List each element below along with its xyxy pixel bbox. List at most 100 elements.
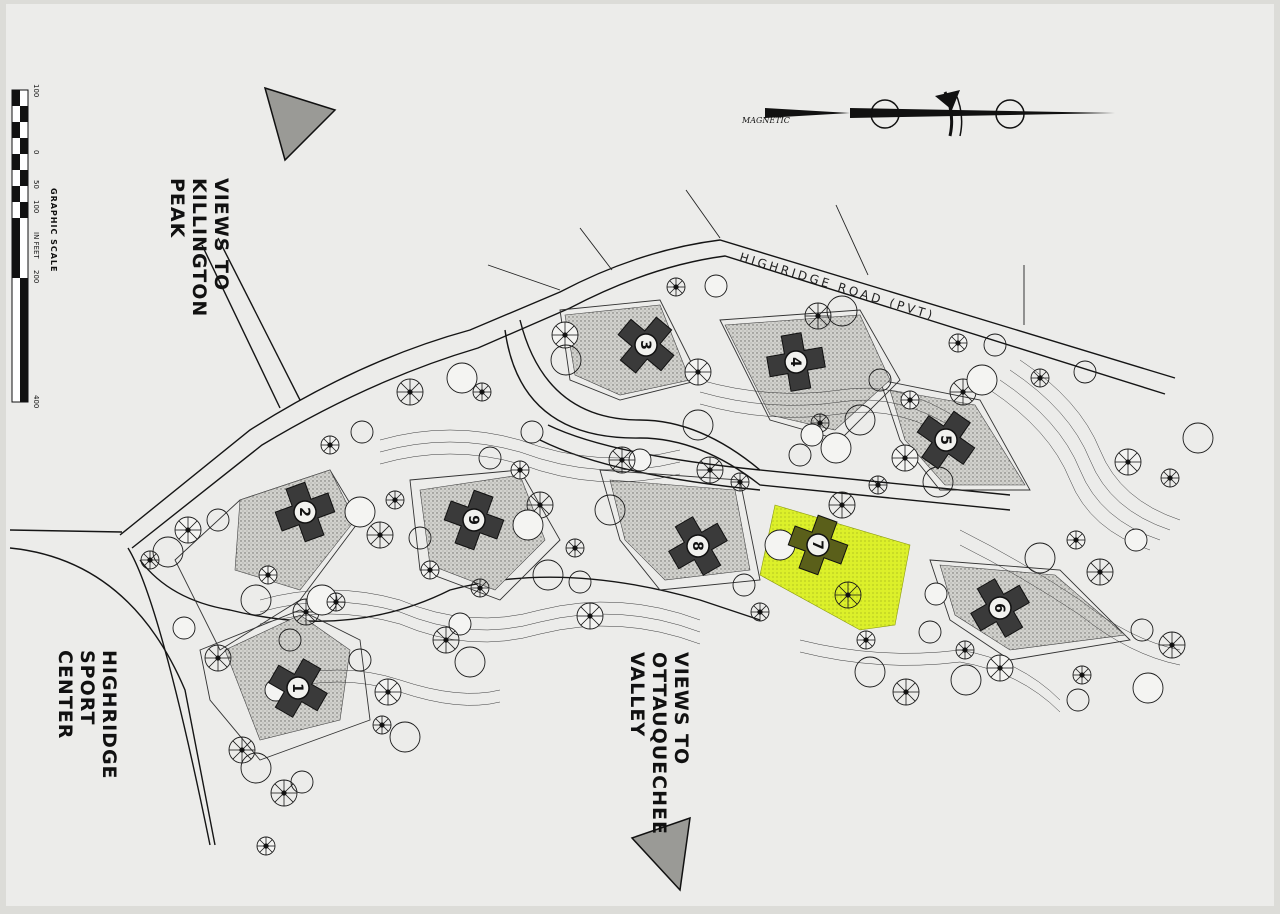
tree-icon [372, 715, 392, 735]
tree-icon [682, 409, 714, 441]
tree-icon [432, 626, 460, 654]
tree-icon [446, 362, 478, 394]
lot-number-label: 6 [991, 603, 1007, 613]
tree-icon [892, 678, 920, 706]
tree-icon [256, 836, 276, 856]
tree-icon [891, 444, 919, 472]
tree-icon [152, 536, 184, 568]
tree-icon [550, 344, 582, 376]
tree-icon [448, 612, 472, 636]
north-arrow-icon [765, 90, 1115, 137]
tree-icon [510, 460, 530, 480]
tree-icon [684, 358, 712, 386]
tree-icon [800, 423, 824, 447]
tree-icon [1124, 528, 1148, 552]
tree-icon [788, 443, 812, 467]
tree-icon [704, 274, 728, 298]
tree-icon [955, 640, 975, 660]
building-lot-1: 1 [268, 658, 328, 718]
scale-tick: 0 [32, 150, 40, 155]
tree-icon [1158, 631, 1186, 659]
tree-icon [1072, 665, 1092, 685]
label-views-to-ottauquechee-valley: VIEWS TO OTTAUQUECHEE VALLEY [626, 652, 692, 835]
tree-icon [565, 538, 585, 558]
tree-icon [730, 472, 750, 492]
tree-icon [576, 602, 604, 630]
sport-center-curb [127, 547, 211, 846]
building-lot-6: 6 [970, 578, 1030, 638]
tree-icon [228, 736, 256, 764]
road-to-sport-center [9, 529, 123, 533]
label-magnetic: MAGNETIC [742, 116, 790, 125]
tree-icon [1073, 360, 1097, 384]
tree-icon [1114, 448, 1142, 476]
lot-number-label: 8 [689, 541, 705, 551]
tree-icon [568, 570, 592, 594]
tree-icon [966, 364, 998, 396]
lot-number-label: 9 [465, 515, 481, 525]
tree-icon [258, 565, 278, 585]
property-pin-lines [487, 189, 1025, 325]
building-lot-4: 4 [766, 332, 826, 392]
tree-icon [804, 302, 832, 330]
access-road-west-2 [217, 237, 301, 401]
tree-icon [350, 420, 374, 444]
lot-number-label: 1 [289, 683, 305, 693]
tree-icon [828, 491, 856, 519]
road-to-sport-center-2 [9, 547, 216, 846]
view-arrow-valley-icon [630, 816, 691, 892]
scale-tick: 400 [32, 395, 40, 409]
lot-number-label: 3 [637, 340, 653, 350]
tree-icon [1066, 530, 1086, 550]
scale-tick: 100 [32, 84, 40, 98]
tree-icon [278, 628, 302, 652]
lot-number-label: 7 [809, 540, 825, 550]
label-highridge-sport-center: HIGHRIDGE SPORT CENTER [54, 650, 120, 780]
tree-icon [512, 509, 544, 541]
view-arrow-killington-icon [263, 86, 337, 162]
tree-icon [270, 779, 298, 807]
building-lot-8: 8 [668, 516, 728, 576]
tree-icon [948, 333, 968, 353]
cul-de-sac-loop [519, 319, 1011, 496]
tree-icon [551, 321, 579, 349]
tree-icon [1160, 468, 1180, 488]
tree-icon [1066, 688, 1090, 712]
tree-icon [348, 648, 372, 672]
tree-icon [1132, 672, 1164, 704]
tree-icon [1130, 618, 1154, 642]
tree-icon [420, 560, 440, 580]
tree-icon [696, 456, 724, 484]
tree-icon [520, 420, 544, 444]
scale-title: GRAPHIC SCALE [49, 188, 58, 273]
graphic-scale-bar [11, 89, 29, 403]
tree-icon [396, 378, 424, 406]
tree-icon [1182, 422, 1214, 454]
tree-icon [826, 295, 858, 327]
lot-number-label: 2 [296, 507, 312, 517]
tree-icon [820, 432, 852, 464]
tree-icon [320, 435, 340, 455]
tree-icon [140, 550, 160, 570]
highridge-road-edge-inner [131, 255, 1166, 549]
tree-icon [204, 644, 232, 672]
scale-tick: 100 [32, 200, 40, 214]
tree-icon [856, 630, 876, 650]
tree-icon [206, 508, 230, 532]
tree-icon [834, 581, 862, 609]
label-views-to-killington: VIEWS TO KILLINGTON PEAK [166, 178, 232, 318]
tree-icon [666, 277, 686, 297]
tree-icon [240, 584, 272, 616]
highridge-road-edge-outer [119, 239, 1176, 536]
tree-icon [172, 616, 196, 640]
tree-icon [385, 490, 405, 510]
tree-icon [900, 390, 920, 410]
tree-icon [174, 516, 202, 544]
tree-icon [924, 582, 948, 606]
lot-number-label: 4 [787, 357, 803, 367]
building-lot-3: 3 [617, 316, 675, 374]
tree-icon [608, 446, 636, 474]
